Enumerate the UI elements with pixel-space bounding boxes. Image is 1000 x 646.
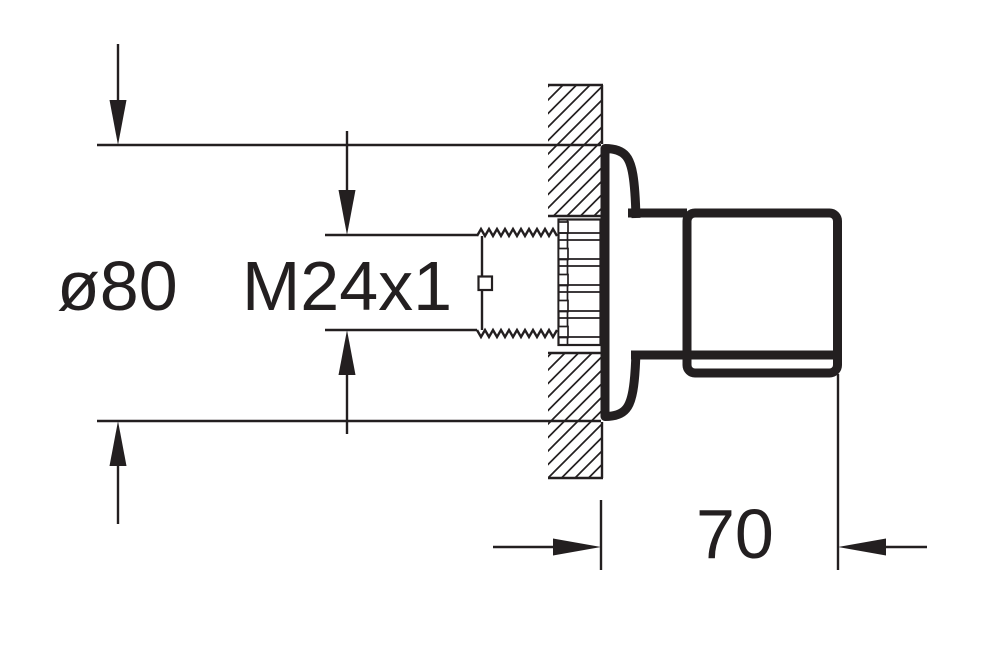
bonnet-tooth xyxy=(557,299,569,313)
thread-zigzag-top xyxy=(475,226,559,239)
diameter-arrowhead-top xyxy=(109,100,127,145)
thread-label: M24x1 xyxy=(242,247,452,325)
depth-arrowhead-right xyxy=(838,538,886,556)
thread-dimension xyxy=(325,131,477,434)
spindle-slot xyxy=(477,275,494,292)
wall-horizontal-edges xyxy=(548,83,603,480)
bonnet-tooth xyxy=(557,325,569,339)
thread-arrowhead-bottom xyxy=(338,330,356,375)
valve-fixture xyxy=(600,144,842,421)
wall-hatch-upper xyxy=(548,85,602,216)
bonnet-tooth xyxy=(557,221,569,234)
depth-arrowhead-left xyxy=(553,538,601,556)
valve-serrated-bonnet xyxy=(557,218,602,347)
depth-label: 70 xyxy=(696,495,774,573)
diameter-arrowhead-bottom xyxy=(109,421,127,466)
bonnet-tooth xyxy=(557,247,569,261)
diameter-dimension xyxy=(109,44,127,524)
wall-section xyxy=(548,83,604,480)
escutcheon-outline xyxy=(600,144,641,421)
bonnet-tooth xyxy=(557,273,569,287)
thread-arrowhead-top xyxy=(338,190,356,235)
wall-hatch-lower xyxy=(548,353,602,478)
bonnet-serration-lines xyxy=(558,232,600,338)
handle-knob-outline xyxy=(682,208,842,378)
depth-dimension xyxy=(493,374,927,570)
diameter-label: ø80 xyxy=(57,247,178,325)
thread-zigzag-bottom xyxy=(475,327,559,340)
valve-threaded-spindle xyxy=(475,226,559,340)
